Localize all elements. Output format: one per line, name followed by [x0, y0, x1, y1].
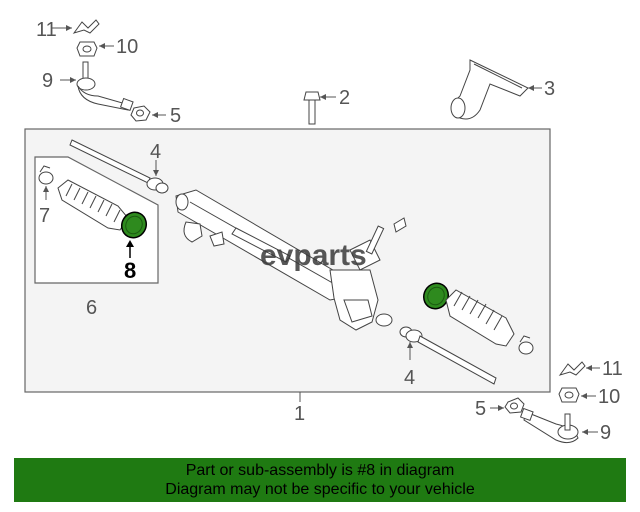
clip-part-top: [72, 19, 100, 34]
callout-8: 8: [124, 258, 136, 283]
nut-part-5-top: [130, 105, 151, 122]
inner-tie-rod-left: [69, 139, 169, 194]
nut-part-top: [76, 41, 98, 57]
callout-10-bottom: 10: [598, 386, 620, 408]
callout-7: 7: [39, 205, 50, 227]
nut-part-bottom: [558, 387, 580, 403]
callout-11-bottom: 11: [602, 358, 623, 380]
part-info-banner: Part or sub-assembly is #8 in diagram Di…: [14, 458, 626, 502]
clamp-part-right: [518, 335, 534, 355]
callout-11-top: 11: [36, 19, 57, 41]
clamp-part-7: [38, 165, 54, 185]
tie-rod-end-bottom: [519, 407, 579, 444]
bellows-boot-left: [57, 179, 129, 231]
bolt-part-2: [303, 91, 321, 125]
steering-boot-cover: [450, 59, 529, 120]
callout-5-top: 5: [170, 105, 181, 127]
clip-part-bottom: [558, 361, 586, 376]
banner-line-1: Part or sub-assembly is #8 in diagram: [185, 462, 455, 479]
callout-9-bottom: 9: [600, 422, 611, 444]
callout-4-left: 4: [150, 141, 161, 163]
callout-4-right: 4: [404, 367, 415, 389]
steering-rack-body: [175, 189, 407, 331]
inner-tie-rod-right: [399, 326, 497, 385]
tie-rod-end-top: [76, 61, 134, 112]
evparts-watermark: evparts: [260, 239, 367, 272]
bellows-boot-right: [445, 289, 515, 347]
banner-line-2: Diagram may not be specific to your vehi…: [165, 481, 475, 498]
callout-3: 3: [544, 78, 555, 100]
callout-2: 2: [339, 87, 350, 109]
callout-9-top: 9: [42, 70, 53, 92]
callout-5-bottom: 5: [475, 398, 486, 420]
callout-10-top: 10: [116, 36, 138, 58]
callout-1: 1: [294, 403, 305, 425]
callout-6: 6: [86, 297, 97, 319]
nut-part-5-bottom: [504, 397, 525, 414]
